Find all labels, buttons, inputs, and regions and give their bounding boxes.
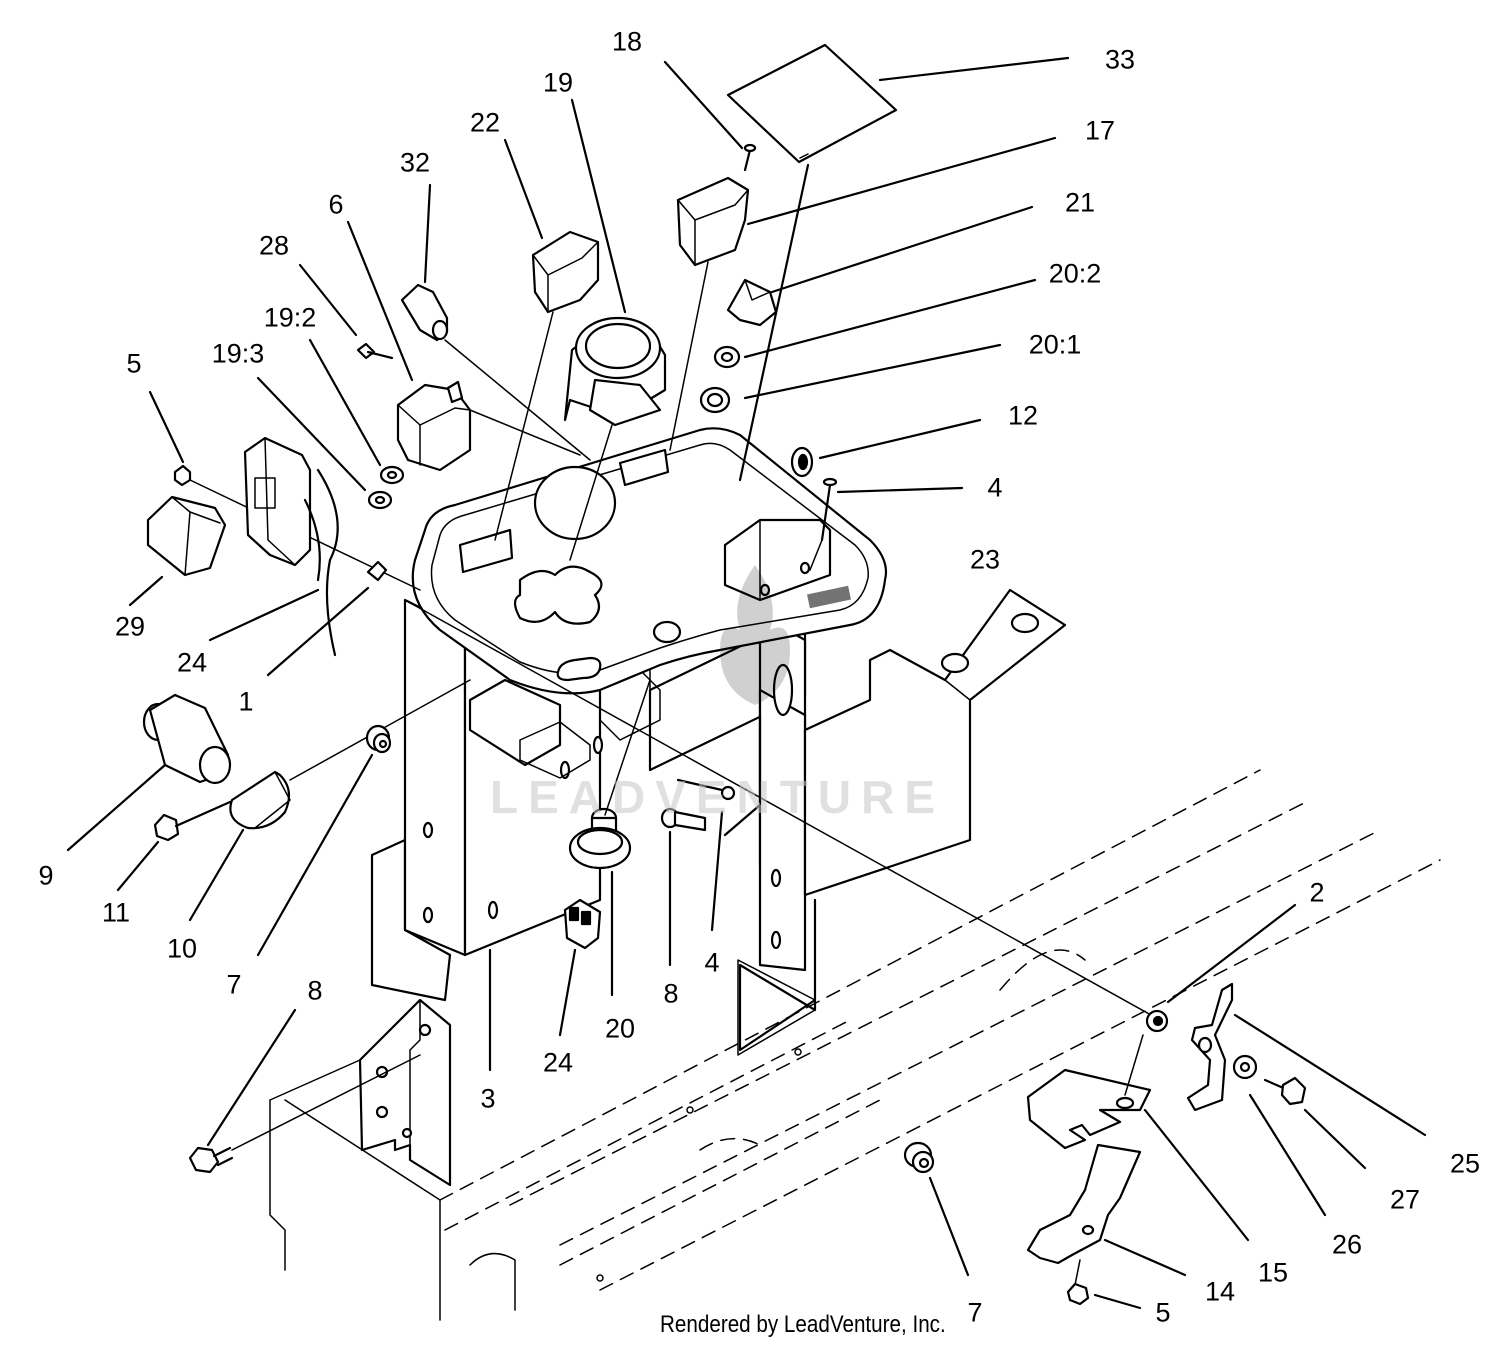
rocker-switch xyxy=(494,138,600,541)
callout-27: 27 xyxy=(1389,1184,1421,1215)
harness-connector xyxy=(243,436,339,657)
render-credit: Rendered by LeadVenture, Inc. xyxy=(660,1311,946,1338)
callout-7-low: 7 xyxy=(967,1297,983,1328)
watermark-logo xyxy=(720,565,790,705)
hour-meter xyxy=(66,693,232,852)
key-nut xyxy=(713,278,1037,369)
callout-6: 6 xyxy=(328,189,344,220)
callout-20-2: 20:2 xyxy=(1048,258,1102,289)
screw xyxy=(663,60,757,172)
frame-bolt xyxy=(188,1008,421,1174)
flange-nut xyxy=(256,724,392,957)
clamp-screw xyxy=(116,800,232,892)
callout-22: 22 xyxy=(469,107,501,138)
chassis-frame xyxy=(269,769,1441,1321)
mid-screw xyxy=(676,713,762,932)
buzzer-connector xyxy=(558,898,602,1037)
lever-washer xyxy=(1232,1054,1327,1217)
callout-8-left: 8 xyxy=(307,975,323,1006)
callout-25: 25 xyxy=(1449,1148,1481,1179)
side-plate xyxy=(803,588,1067,897)
interlock-lever xyxy=(1186,982,1427,1137)
relay xyxy=(346,220,581,472)
right-washer xyxy=(1145,903,1297,1033)
callout-19-3: 19:3 xyxy=(211,338,265,369)
lever-bolt xyxy=(1263,1076,1367,1170)
callout-11: 11 xyxy=(101,897,131,928)
callout-2: 2 xyxy=(1309,877,1325,908)
switch-bracket xyxy=(1026,1034,1250,1242)
callout-5-low: 5 xyxy=(1155,1297,1171,1328)
callout-29: 29 xyxy=(114,611,146,642)
callout-5-top: 5 xyxy=(126,348,142,379)
washer-19-2 xyxy=(308,338,405,485)
callout-23: 23 xyxy=(969,544,1001,575)
callout-19: 19 xyxy=(542,67,574,98)
callout-19-2: 19:2 xyxy=(263,302,317,333)
harness-clip xyxy=(208,560,388,677)
callout-8-mid: 8 xyxy=(663,978,679,1009)
decal xyxy=(726,43,1070,482)
callout-12: 12 xyxy=(1007,400,1039,431)
callout-21: 21 xyxy=(1064,187,1096,218)
switch xyxy=(669,136,1057,451)
callout-7-left: 7 xyxy=(226,969,242,1000)
gauge xyxy=(563,98,667,561)
fuse-holder xyxy=(128,495,227,607)
mid-bolt xyxy=(660,807,707,967)
relay-screw xyxy=(298,263,394,360)
buzzer xyxy=(568,679,651,997)
callout-4-top: 4 xyxy=(987,472,1003,503)
callout-33: 33 xyxy=(1104,44,1136,75)
safety-switch xyxy=(1026,1143,1187,1286)
callout-1: 1 xyxy=(238,686,254,717)
switch-nut xyxy=(1066,1282,1142,1310)
upper-bushing xyxy=(790,418,982,478)
callout-24-low: 24 xyxy=(542,1047,574,1078)
key-bushing xyxy=(699,343,1002,414)
callout-14: 14 xyxy=(1204,1276,1236,1307)
plug xyxy=(400,183,591,461)
upper-screw xyxy=(809,477,964,571)
callout-20-1: 20:1 xyxy=(1028,329,1082,360)
lower-flange-nut xyxy=(903,1141,970,1277)
callout-17: 17 xyxy=(1084,115,1116,146)
washer-19-3 xyxy=(256,376,393,510)
callout-24-top: 24 xyxy=(176,647,208,678)
callout-26: 26 xyxy=(1331,1229,1363,1260)
callout-15: 15 xyxy=(1257,1257,1289,1288)
clamp xyxy=(188,679,471,922)
watermark-text: LEADVENTURE xyxy=(490,771,946,823)
key-switch xyxy=(726,205,1034,327)
dash-panel xyxy=(411,427,888,695)
callout-10: 10 xyxy=(166,933,198,964)
callout-9: 9 xyxy=(38,860,54,891)
callout-3: 3 xyxy=(480,1083,496,1114)
callout-32: 32 xyxy=(399,147,431,178)
callout-4-mid: 4 xyxy=(704,947,720,978)
callout-20: 20 xyxy=(604,1013,636,1044)
callout-28: 28 xyxy=(258,230,290,261)
callout-18: 18 xyxy=(611,26,643,57)
